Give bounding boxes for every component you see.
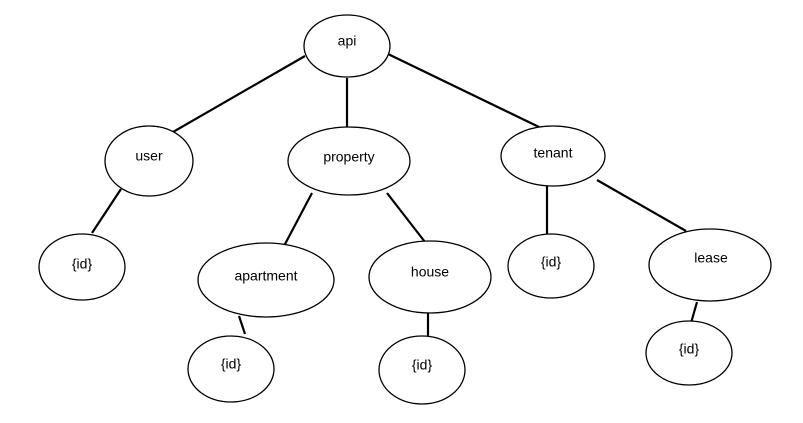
node-apartment-ellipse xyxy=(197,242,335,318)
node-lease: lease xyxy=(648,228,772,302)
node-lease-label: lease xyxy=(694,250,728,266)
node-user: user xyxy=(104,125,194,197)
node-property: property xyxy=(287,126,411,196)
node-api-label: api xyxy=(338,33,357,49)
node-user-ellipse xyxy=(104,125,194,197)
node-apartment-id-ellipse xyxy=(187,335,275,403)
node-house: house xyxy=(368,240,492,314)
node-user-label: user xyxy=(135,148,163,164)
edge-property-house xyxy=(386,192,426,243)
node-api-ellipse xyxy=(303,14,391,78)
node-tenant-id-label: {id} xyxy=(541,254,562,270)
edges xyxy=(91,53,699,339)
edge-api-tenant xyxy=(387,53,540,128)
node-tenant-id: {id} xyxy=(507,233,595,299)
node-user-id: {id} xyxy=(38,233,126,301)
edge-apartment-apartment-id xyxy=(237,315,247,335)
edge-tenant-lease xyxy=(596,179,687,232)
node-apartment-id: {id} xyxy=(187,335,275,403)
node-house-id-label: {id} xyxy=(412,357,433,373)
node-apartment: apartment xyxy=(197,242,335,318)
node-user-id-ellipse xyxy=(38,233,126,301)
edge-property-apartment xyxy=(283,192,313,247)
node-user-id-label: {id} xyxy=(72,256,93,272)
node-apartment-id-label: {id} xyxy=(221,356,242,372)
node-tenant-id-ellipse xyxy=(507,233,595,299)
edge-user-user-id xyxy=(91,188,122,234)
node-apartment-label: apartment xyxy=(234,268,297,284)
edge-lease-lease-id xyxy=(689,301,699,324)
node-tenant-label: tenant xyxy=(534,145,573,161)
node-property-ellipse xyxy=(287,126,411,196)
node-tenant: tenant xyxy=(500,125,606,187)
edge-api-user xyxy=(172,55,306,133)
node-lease-id: {id} xyxy=(645,320,733,386)
node-tenant-ellipse xyxy=(500,125,606,187)
node-lease-ellipse xyxy=(648,228,772,302)
node-property-label: property xyxy=(323,149,374,165)
node-lease-id-label: {id} xyxy=(679,341,700,357)
node-lease-id-ellipse xyxy=(645,320,733,386)
node-house-id: {id} xyxy=(378,335,466,405)
node-house-id-ellipse xyxy=(378,335,466,405)
node-api: api xyxy=(303,14,391,78)
node-house-label: house xyxy=(411,264,449,280)
node-house-ellipse xyxy=(368,240,492,314)
